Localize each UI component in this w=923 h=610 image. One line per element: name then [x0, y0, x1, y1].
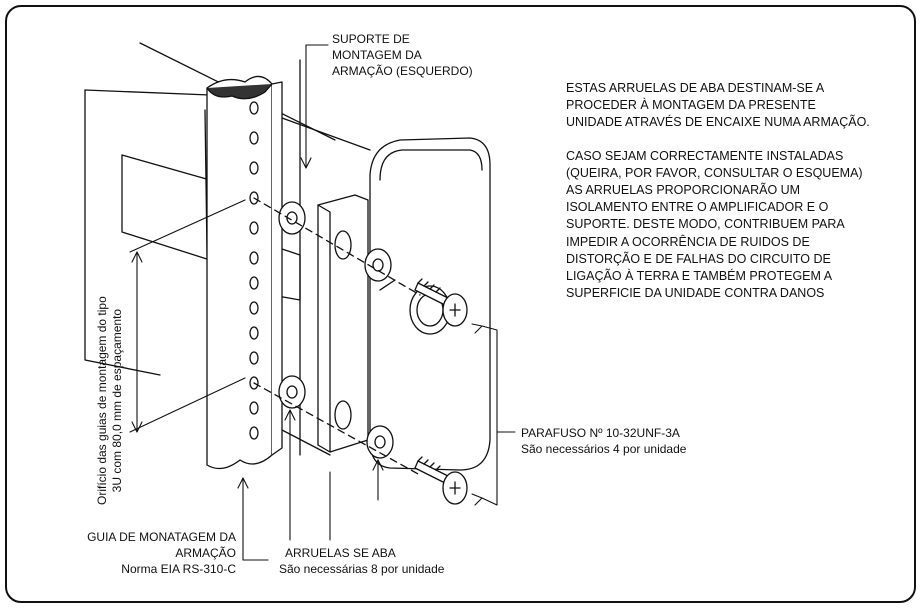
bracket-label-line: MONTAGEM DA	[332, 48, 422, 62]
note-line: CASO SEJAM CORRECTAMENTE INSTALADAS	[566, 148, 844, 163]
washers-label: ARRUELAS SE ABA São necessárias 8 por un…	[279, 545, 444, 577]
bracket-label-line: SUPORTE DE	[332, 32, 410, 46]
washers-label-line: São necessárias 8 por unidade	[279, 562, 445, 576]
note-line: AS ARRUELAS PROPORCIONARÃO UM	[566, 183, 801, 198]
rail-holes	[249, 101, 259, 440]
screw-label-line: PARAFUSO Nº 10-32UNF-3A	[521, 426, 680, 440]
leader-lines	[129, 44, 516, 561]
mounting-rail	[206, 75, 283, 470]
hole-spacing-label-line: 3U com 80,0 mm de espaçamento	[110, 308, 124, 493]
notes-block: ESTAS ARRUELAS DE ABA DESTINAM-SE A PROC…	[566, 80, 870, 302]
note-line: IMPEDIR A OCORRÊNCIA DE RUIDOS DE	[566, 234, 810, 249]
rail-label: GUIA DE MONATAGEM DA ARMAÇÃO Norma EIA R…	[36, 529, 236, 577]
note-line: DISTORÇÃO E DE FALHAS DO CIRCUITO DE	[566, 251, 831, 266]
screw-label: PARAFUSO Nº 10-32UNF-3A São necessários …	[521, 425, 686, 457]
mounting-screws	[414, 278, 468, 505]
note-line: SUPERFICIE DA UNIDADE CONTRA DANOS	[566, 286, 825, 301]
rail-label-line: GUIA DE MONATAGEM DA	[87, 530, 236, 544]
rail-label-line: ARMAÇÃO	[175, 546, 236, 560]
hole-spacing-label-line: Orifício das guias de montagem do tipo	[95, 296, 109, 505]
note-line: PROCEDER À MONTAGEM DA PRESENTE	[566, 98, 816, 113]
note-line: ESTAS ARRUELAS DE ABA DESTINAM-SE A	[566, 81, 825, 95]
note-line: UNIDADE ATRAVÉS DE ENCAIXE NUMA ARMAÇÃO.	[566, 115, 870, 130]
washers-label-line: ARRUELAS SE ABA	[285, 546, 396, 560]
hole-spacing-label: Orifício das guias de montagem do tipo 3…	[95, 296, 125, 505]
rail-label-line: Norma EIA RS-310-C	[121, 562, 236, 576]
screw-label-line: São necessários 4 por unidade	[521, 442, 687, 456]
note-line: ISOLAMENTO ENTRE O AMPLIFICADOR E O	[566, 200, 829, 215]
rack-slot	[121, 154, 211, 261]
bracket-label: SUPORTE DE MONTAGEM DA ARMAÇÃO (ESQUERDO…	[332, 31, 473, 79]
alignment-lines	[253, 197, 421, 476]
note-line: (QUEIRA, POR FAVOR, CONSULTAR O ESQUEMA)	[566, 165, 863, 180]
bracket-label-line: ARMAÇÃO (ESQUERDO)	[332, 64, 473, 78]
note-line: SUPORTE. DESTE MODO, CONTRIBUEM PARA	[566, 217, 845, 232]
mounting-bracket	[317, 194, 369, 453]
rack-edge-line	[84, 89, 211, 96]
diagram-frame	[5, 5, 916, 603]
note-line: LIGAÇÃO À TERRA E TAMBÉM PROTEGEM A	[566, 269, 833, 284]
rack-panel-outline	[84, 89, 161, 376]
